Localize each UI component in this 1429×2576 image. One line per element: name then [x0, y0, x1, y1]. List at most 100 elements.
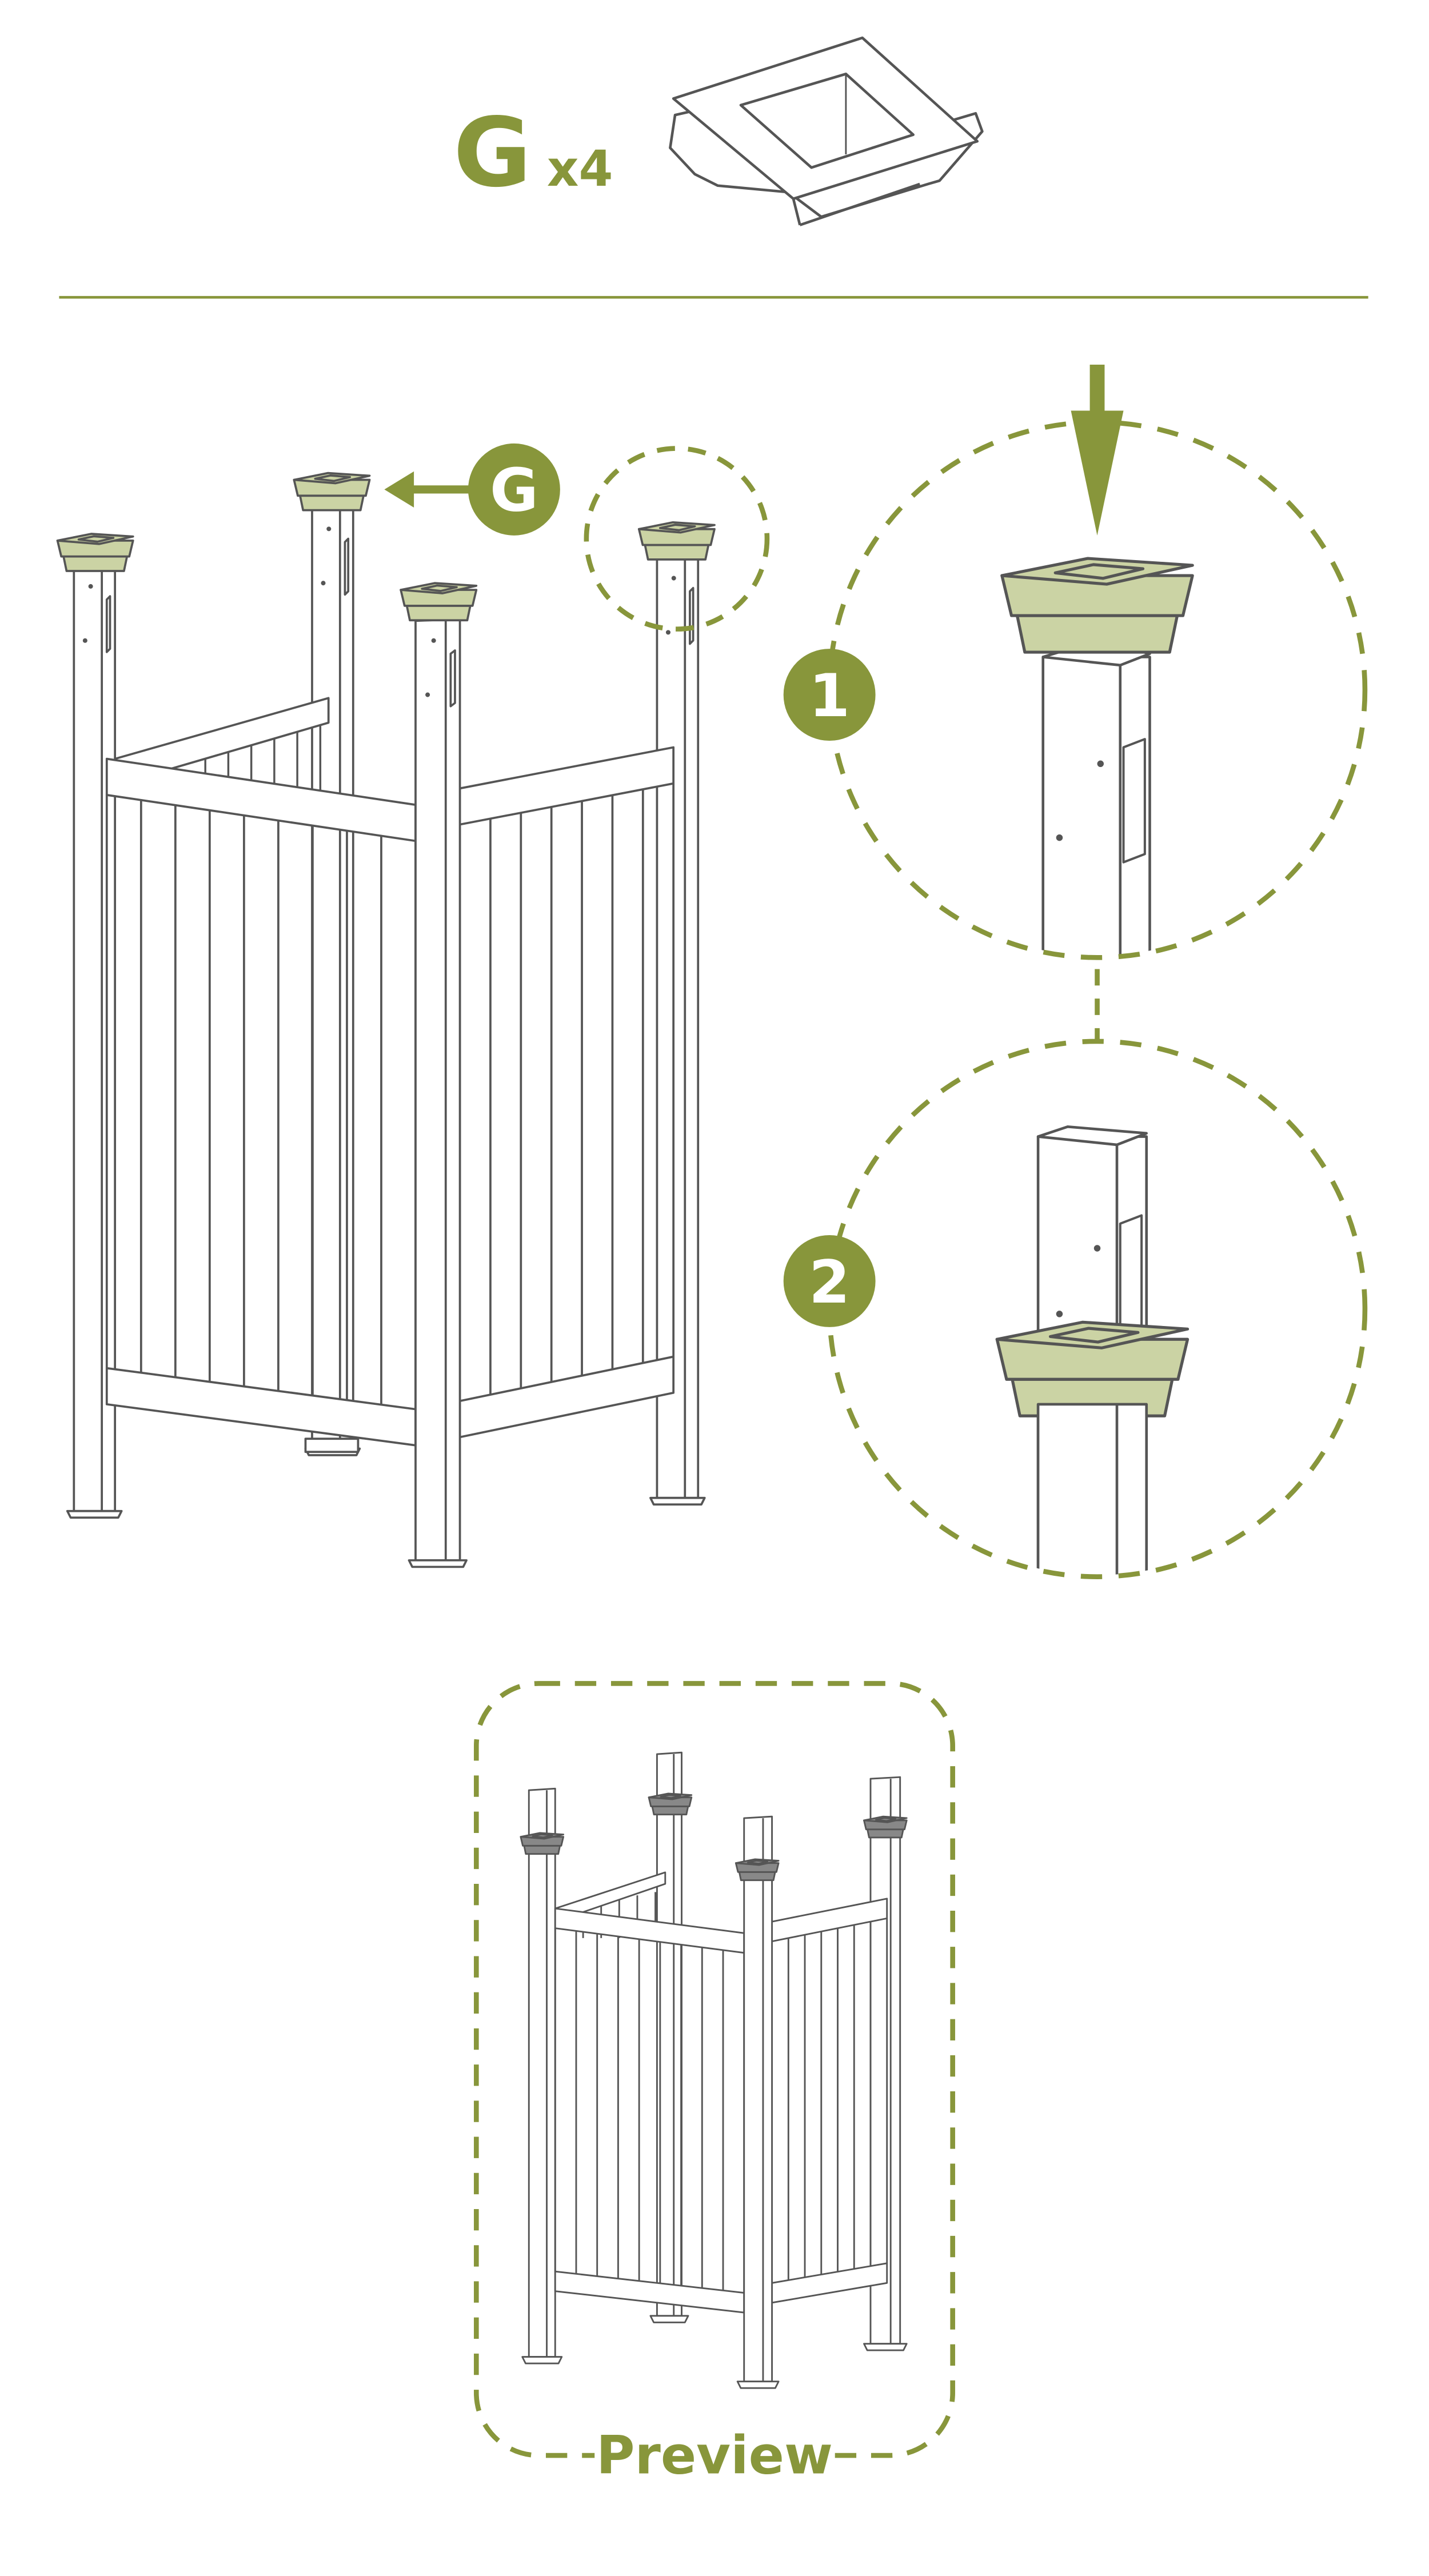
post-base-plate	[649, 2315, 689, 2323]
post-base-plate	[649, 1496, 706, 1506]
cap-opening	[875, 1817, 897, 1822]
post-body	[656, 556, 700, 1499]
screw-hole	[665, 630, 670, 635]
cap-opening	[421, 584, 458, 592]
screw-hole	[321, 581, 326, 586]
cap-opening	[739, 73, 915, 169]
cap-opening	[532, 1833, 553, 1839]
post-body	[869, 1776, 901, 2345]
post-base-plate	[408, 1559, 468, 1568]
preview-left-post	[521, 1787, 563, 2365]
screw-hole	[1097, 760, 1104, 768]
screw-hole	[671, 576, 676, 581]
part-letter: G	[453, 98, 532, 209]
preview-right-panel	[771, 1898, 888, 2304]
bracket	[1122, 738, 1146, 864]
post-cap	[1000, 557, 1194, 654]
cap-base	[651, 1805, 689, 1816]
post-cap	[735, 1858, 780, 1882]
post-cap	[995, 1320, 1189, 1417]
post-cap	[56, 533, 134, 572]
cap-opening	[747, 1859, 769, 1865]
bottom-rail	[458, 1355, 675, 1439]
screw-hole	[1093, 1245, 1101, 1252]
post-cap	[863, 1815, 908, 1839]
callout-badge-label: G	[490, 457, 538, 525]
screw-hole	[425, 692, 430, 697]
cap-opening	[314, 474, 352, 482]
cap-base	[299, 494, 365, 512]
step-2-detail: 2	[783, 1039, 1368, 1579]
screw-hole	[431, 638, 436, 643]
bracket	[1119, 1214, 1143, 1340]
step-2-badge	[783, 1235, 876, 1327]
cap-opening	[1053, 563, 1145, 580]
cap-mid-edge	[799, 182, 920, 226]
detail-highlight-circle	[584, 446, 770, 632]
right-fence-panel	[458, 746, 675, 1439]
callout-arrow-icon	[384, 471, 414, 508]
screw-hole	[88, 584, 93, 589]
post-body	[743, 1815, 773, 2383]
post-cap-part-icon	[669, 36, 984, 226]
cap-base	[1015, 614, 1179, 654]
screw-hole	[1056, 1311, 1063, 1317]
preview-panel: Preview	[474, 1681, 955, 2487]
cap-base	[62, 555, 129, 572]
cap-base	[523, 1844, 561, 1855]
preview-front-post	[736, 1815, 780, 2389]
preview-left-panel	[554, 1907, 745, 2314]
front-post	[408, 618, 468, 1568]
step-1-number: 1	[809, 662, 850, 730]
left-fence-panel	[105, 757, 417, 1447]
post-body	[528, 1787, 556, 2358]
bottom-rail	[105, 1367, 417, 1447]
post-base-plate	[521, 2356, 563, 2365]
part-quantity: x4	[547, 141, 613, 198]
post-cap	[520, 1832, 565, 1855]
back-post-base	[304, 1437, 360, 1453]
post-cap	[648, 1792, 693, 1816]
cap-opening	[77, 535, 115, 543]
post-cap	[637, 521, 716, 561]
cap-opening	[1048, 1327, 1140, 1344]
preview-fence-assembly	[520, 1751, 908, 2389]
cap-base	[867, 1828, 904, 1839]
screw-hole	[82, 638, 87, 643]
post-top-opening	[1036, 1125, 1148, 1147]
post-base-plate	[66, 1509, 123, 1519]
preview-back-post	[649, 1751, 689, 2323]
callout-g: G	[384, 443, 560, 536]
bracket	[689, 586, 694, 645]
bracket	[449, 649, 456, 708]
post-base-plate	[863, 2343, 908, 2351]
bracket	[344, 537, 350, 596]
screw-hole	[1056, 834, 1063, 841]
screw-hole	[326, 526, 332, 532]
preview-frame	[474, 1681, 955, 2458]
cap-base	[644, 544, 710, 561]
cap-base	[738, 1871, 776, 1882]
post-lower	[1036, 1403, 1148, 1575]
cap-base	[405, 604, 472, 622]
down-arrow-icon	[1071, 410, 1124, 536]
preview-label: Preview	[596, 2425, 833, 2486]
step-2-number: 2	[809, 1248, 850, 1317]
top-rail	[554, 1907, 745, 1954]
preview-label-bg	[594, 2427, 835, 2487]
top-rail	[105, 757, 417, 842]
post-base-plate	[736, 2381, 780, 2389]
post-cap	[400, 582, 478, 622]
cap-front-edge	[792, 198, 801, 226]
callout-badge	[468, 443, 560, 536]
cap-opening	[658, 524, 696, 532]
post-body	[414, 618, 461, 1561]
bottom-rail	[554, 2270, 745, 2314]
step-1-detail: 1	[783, 364, 1368, 960]
step-1-badge	[783, 649, 876, 741]
main-fence-assembly	[56, 472, 716, 1568]
post-cap	[293, 472, 371, 512]
bracket	[105, 595, 111, 653]
cap-opening	[660, 1794, 681, 1799]
